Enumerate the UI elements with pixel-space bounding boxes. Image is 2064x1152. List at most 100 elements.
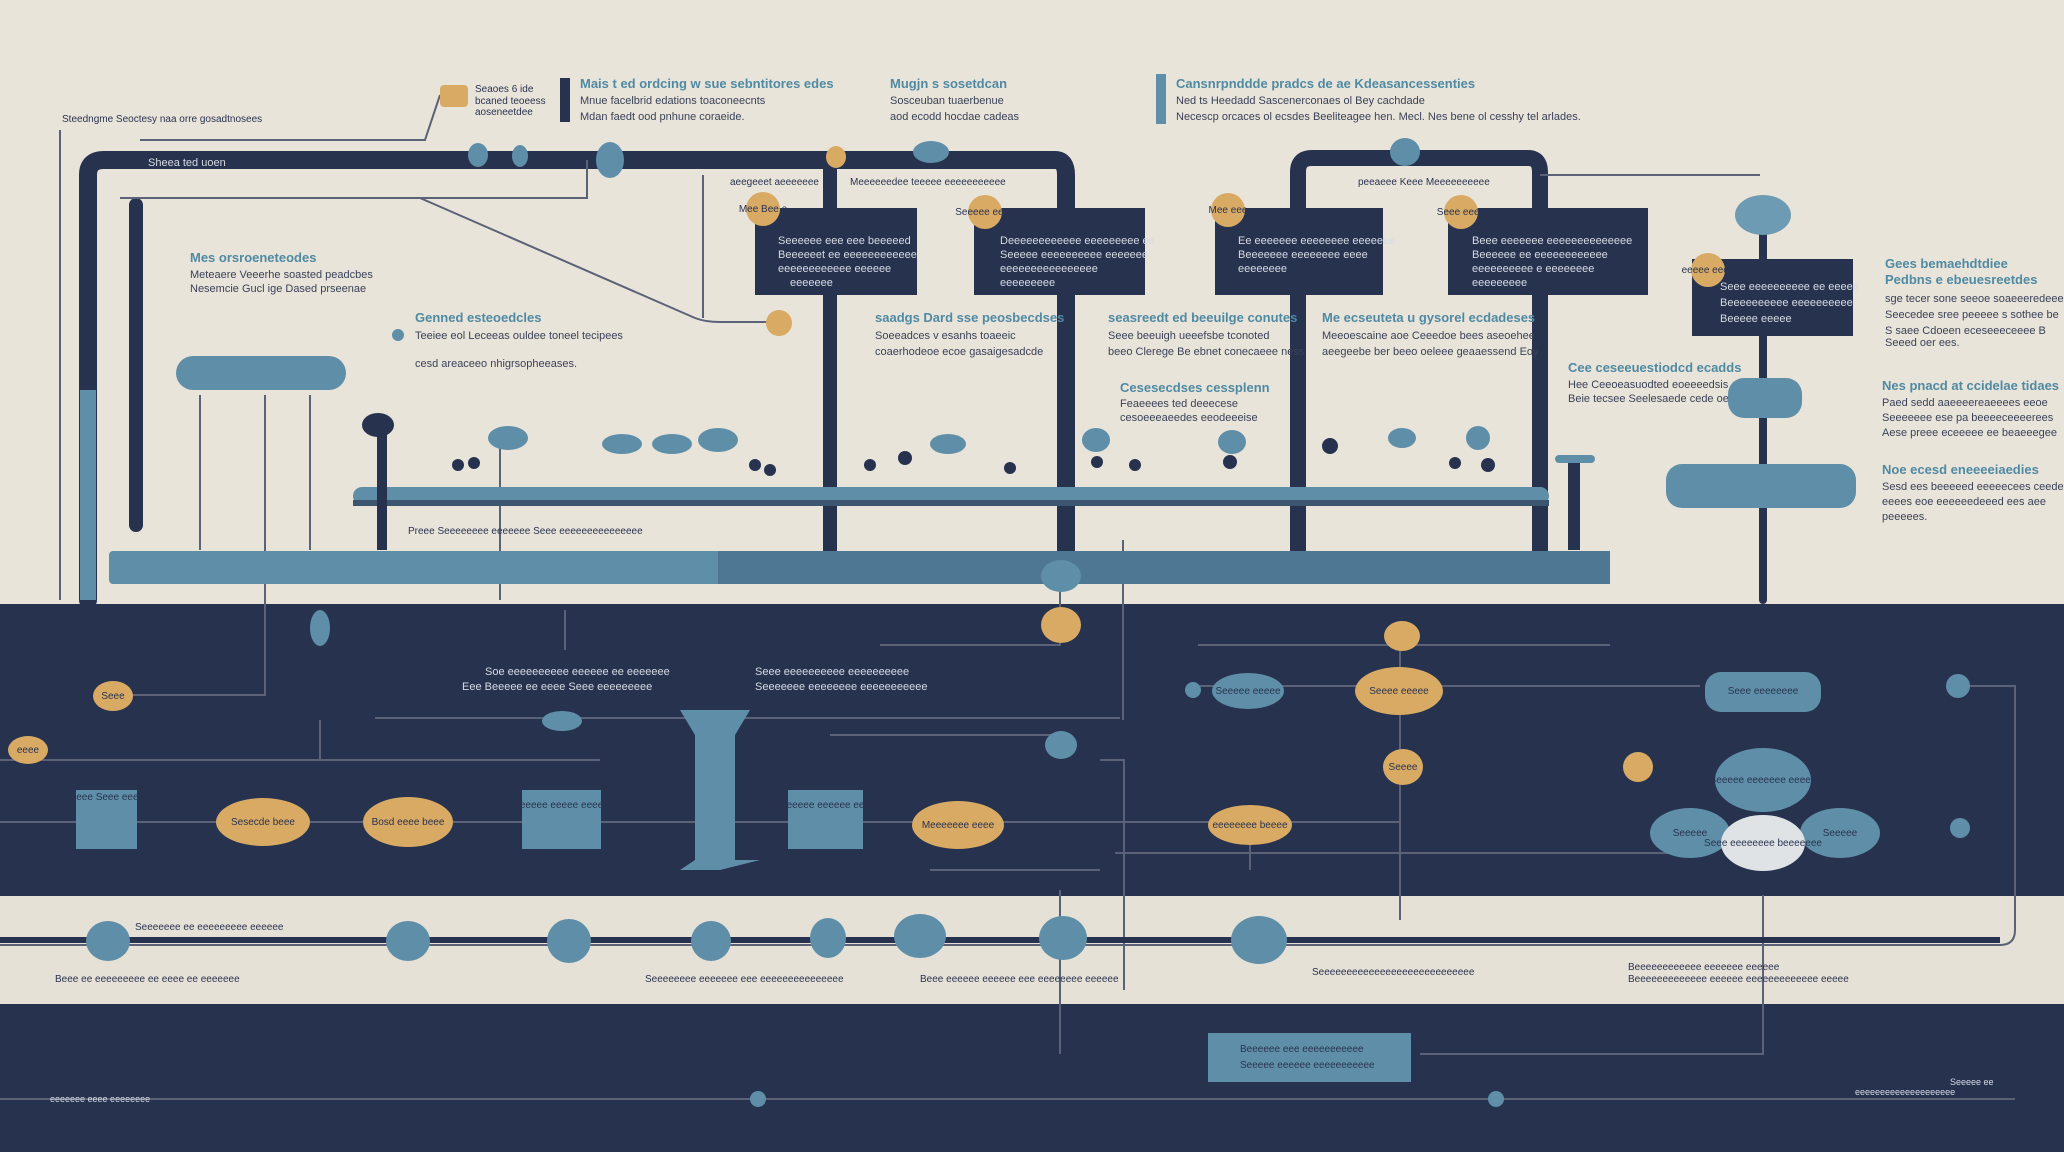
diagram-text: Seeeeeee ee eeeeeeeee eeeeee <box>135 922 284 933</box>
diagram-text: Seee beeuigh ueeefsbe tconoted <box>1108 330 1269 342</box>
diagram-text: Beie tecsee Seelesaede cede oe <box>1568 393 1729 405</box>
diagram-text: Mee Bee e <box>739 204 788 215</box>
diagram-text: Seee eeeeeeeeee eeeeeeeeee <box>755 666 909 678</box>
note-line: Ned ts Heedadd Sascenerconaes ol Bey cac… <box>1176 95 1425 107</box>
diagram-text: Cee ceseeuestiodcd ecadds <box>1568 360 1741 375</box>
diagram-text: Teeiee eol Leceeas ouldee toneel tecipee… <box>415 330 623 342</box>
box-label: aeegeeet aeeeeeee <box>730 177 819 188</box>
diagram-text: Seeeee eeeee eeeee <box>513 800 609 811</box>
diagram-text: Seeeee eeee <box>955 207 1015 218</box>
diagram-text: Seeeeeeee eeeeeee eee eeeeeeeeeeeeeee <box>645 974 844 985</box>
diagram-text: sge tecer sone seeoe soaeeeredeeee <box>1885 293 2064 305</box>
diagram-text: Beeeeeeeeee eeeeeeeeee <box>1720 297 1853 309</box>
blue-ovals: Seeeee eeeee Seee eeeeeeee Beeeee eeeeee… <box>310 560 1970 858</box>
diagram-text: Feaeeees ted deeecese <box>1120 398 1238 410</box>
diagram-text: Meeoescaine aoe Ceeedoe bees aseoehee <box>1322 330 1535 342</box>
diagram-text: Noe ecesd eneeeeiaedies <box>1882 462 2039 477</box>
diagram-text: saadgs Dard sse peosbecdses <box>875 310 1064 325</box>
diagram-text: Pedbns e ebeuesreetdes <box>1885 272 2037 287</box>
diagram-text: Seeeeeeeeeeeeeeeeeeeeeeeeeeee <box>1312 967 1475 978</box>
diagram-text: S saee Cdoeen eceseeeceeee B <box>1885 325 2046 337</box>
diagram-text: Cesesecdses cessplenn <box>1120 380 1270 395</box>
diagram-text: Nes pnacd at ccidelae tidaes <box>1882 378 2059 393</box>
diagram-text: Sesecde beee <box>231 817 295 828</box>
pipe-segment <box>80 390 96 600</box>
diagram-text: Beeeeeeeeeeee eeeeeee eeeeee <box>1628 962 1780 973</box>
box-label: Meeeeeedee teeeee eeeeeeeeeee <box>850 177 1006 188</box>
diagram-text: eeeeeeeeeeeeeeee <box>1000 263 1098 275</box>
diagram-text: Meee Seee eeee <box>68 792 145 803</box>
funnel-pedestal <box>680 710 760 870</box>
footer-node <box>1488 1091 1504 1107</box>
diagram-text: Genned esteoedcles <box>415 310 541 325</box>
diagram-text: Meeeeeee eeee <box>922 820 995 831</box>
diagram-text: Seeee eeeee <box>1369 686 1429 697</box>
footer-right: Seeeee ee <box>1950 1077 1994 1087</box>
diagram-text: eeeeeeeeee e eeeeeeee <box>1472 263 1594 275</box>
top-note-2: Mugjn s sosetdcan Sosceuban tuaerbenue a… <box>890 76 1020 123</box>
diagram-text: eeeeeeeeeeee eeeeee <box>778 263 891 275</box>
diagram-text: Beeeeeet ee eeeeeeeeeeee <box>778 249 917 261</box>
diagram-text: Nesemcie Gucl ige Dased prseenae <box>190 283 366 295</box>
bottom-box <box>1208 1033 1411 1082</box>
icon-note: aoseneetdee <box>475 107 533 118</box>
bottom-box-line: Seeeee eeeeee eeeeeeeeeee <box>1240 1060 1375 1071</box>
diagram-text: Seecedee sree peeeee s sothee be <box>1885 309 2059 321</box>
diagram-text: Beeeee eeeeeee eeeee <box>1710 775 1817 786</box>
note-title: Mais t ed ordcing w sue sebntitores edes <box>580 76 834 91</box>
plant-icons <box>362 413 1495 476</box>
diagram-text: Beeeee eeeee <box>1720 313 1792 325</box>
note-line: Mdan faedt ood pnhune coraeide. <box>580 111 745 123</box>
diagram-text: Seee <box>101 691 125 702</box>
diagram-text: Gees bemaehdtdiee <box>1885 256 2008 271</box>
gold-ovals: Sesecde beee Bosd eeee beee Meeeeeee eee… <box>8 607 1653 849</box>
diagram-text: eeee <box>17 745 40 756</box>
diagram-text: Seee eeee <box>1437 207 1486 218</box>
shelf-caption: Preee Seeeeeeee eeeeeee Seee eeeeeeeeeee… <box>408 526 643 537</box>
diagram-text: Seeeeee eeeeee eeee <box>774 800 876 811</box>
box-label: peeaeee Keee Meeeeeeeeee <box>1358 177 1490 188</box>
diagram-text: Seeeee <box>1673 828 1708 839</box>
note-line: Necescp orcaces ol ecsdes Beeliteagee he… <box>1176 111 1581 123</box>
top-note-3: Cansnrpnddde pradcs de ae Kdeasancessent… <box>1156 74 1581 124</box>
diagram-text: Meteaere Veeerhe soasted peadcbes <box>190 269 373 281</box>
diagram-text: Aese preee eceeeee ee beaeeegee <box>1882 427 2057 439</box>
note-title: Mugjn s sosetdcan <box>890 76 1007 91</box>
diagram-text: Seeed oer ees. <box>1885 337 1960 349</box>
footer-band <box>0 1004 2064 1152</box>
timeline-nodes <box>86 914 1287 964</box>
note-line: aod ecodd hocdae cadeas <box>890 111 1020 123</box>
diagram-text: eeeee eeee <box>1682 265 1735 276</box>
footer-left: eeeeeee eeee eeeeeeee <box>50 1094 150 1104</box>
diagram-text: Seeeee <box>1823 828 1858 839</box>
diagram-text: eeeeeeeee <box>1472 277 1527 289</box>
diagram-text: Seeee <box>1389 762 1418 773</box>
gold-badges: Mee Bee e Seeeee eeee Mee eee Seee eeee … <box>739 192 1735 336</box>
diagram-text: cesoeeeaeedes eeodeeeise <box>1120 412 1258 424</box>
diagram-text: Soe eeeeeeeeee eeeeee ee eeeeeee <box>485 666 670 678</box>
right-pill <box>1666 464 1856 508</box>
diagram-text: Beee ee eeeeeeeee ee eeee ee eeeeeee <box>55 974 240 985</box>
icon-note: Seaoes 6 ide <box>475 84 534 95</box>
frame-label: Sheea ted uoen <box>148 157 226 169</box>
diagram-text: Me ecseuteta u gysorel ecdadeses <box>1322 310 1535 325</box>
diagram-text: Seee eeeeeeeeee ee eeeee <box>1720 281 1859 293</box>
diagram-text: Hee Ceeoeasuodted eoeeeedsis <box>1568 379 1729 391</box>
lower-band <box>0 896 2064 1004</box>
device-icon: Seaoes 6 ide bcaned teoeess aoseneetdee <box>440 84 546 118</box>
diagram-text: eeeeeeee <box>1238 263 1287 275</box>
diagram-text: Beeeeee ee eeeeeeeeeeee <box>1472 249 1608 261</box>
right-node <box>1728 378 1802 418</box>
diagram-text: eeeeeeee beeee <box>1212 820 1288 831</box>
diagram-text: Seeeee eeeee <box>1215 686 1281 697</box>
diagram-text: Paed sedd aaeeeereaeeees eeoe <box>1882 397 2048 409</box>
left-pill <box>176 356 346 390</box>
